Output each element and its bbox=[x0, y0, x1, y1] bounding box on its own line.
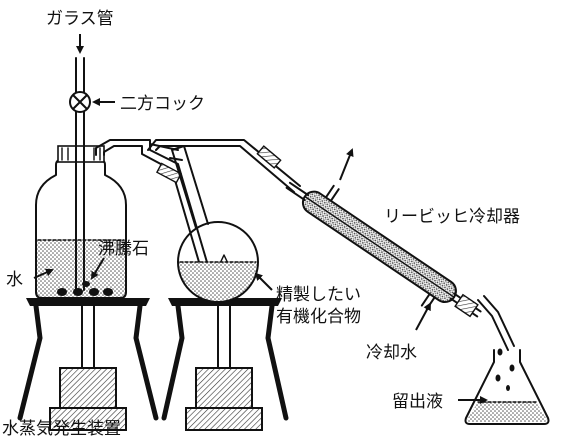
round-bottom-flask bbox=[149, 143, 259, 303]
vapor-tube bbox=[147, 139, 301, 193]
steam-generator bbox=[17, 57, 159, 431]
adapter-tube bbox=[477, 295, 515, 351]
label-distillate: 留出液 bbox=[392, 392, 443, 412]
two-way-cock bbox=[69, 91, 91, 113]
liebig-condenser bbox=[285, 148, 482, 318]
steam-generator-bottle bbox=[35, 145, 127, 299]
burner-middle bbox=[185, 254, 263, 431]
label-boiling-stone: 沸騰石 bbox=[98, 239, 149, 259]
label-liebig-condenser: リービッヒ冷却器 bbox=[384, 207, 520, 227]
label-two-way-cock: 二方コック bbox=[120, 94, 205, 114]
label-water: 水 bbox=[6, 270, 23, 290]
label-to-purify-line1: 精製したい bbox=[276, 285, 361, 305]
burner-left bbox=[49, 254, 127, 431]
label-steam-generator: 水蒸気発生装置 bbox=[2, 419, 121, 438]
label-to-purify-line2: 有機化合物 bbox=[276, 307, 361, 327]
tripod-left bbox=[17, 298, 159, 421]
callout-arrows bbox=[33, 34, 488, 404]
connecting-tube bbox=[95, 139, 215, 287]
receiver-flask bbox=[464, 348, 550, 425]
label-glass-tube: ガラス管 bbox=[46, 9, 114, 29]
label-cooling-water: 冷却水 bbox=[366, 343, 417, 363]
distillation-flask-assembly bbox=[149, 143, 289, 431]
